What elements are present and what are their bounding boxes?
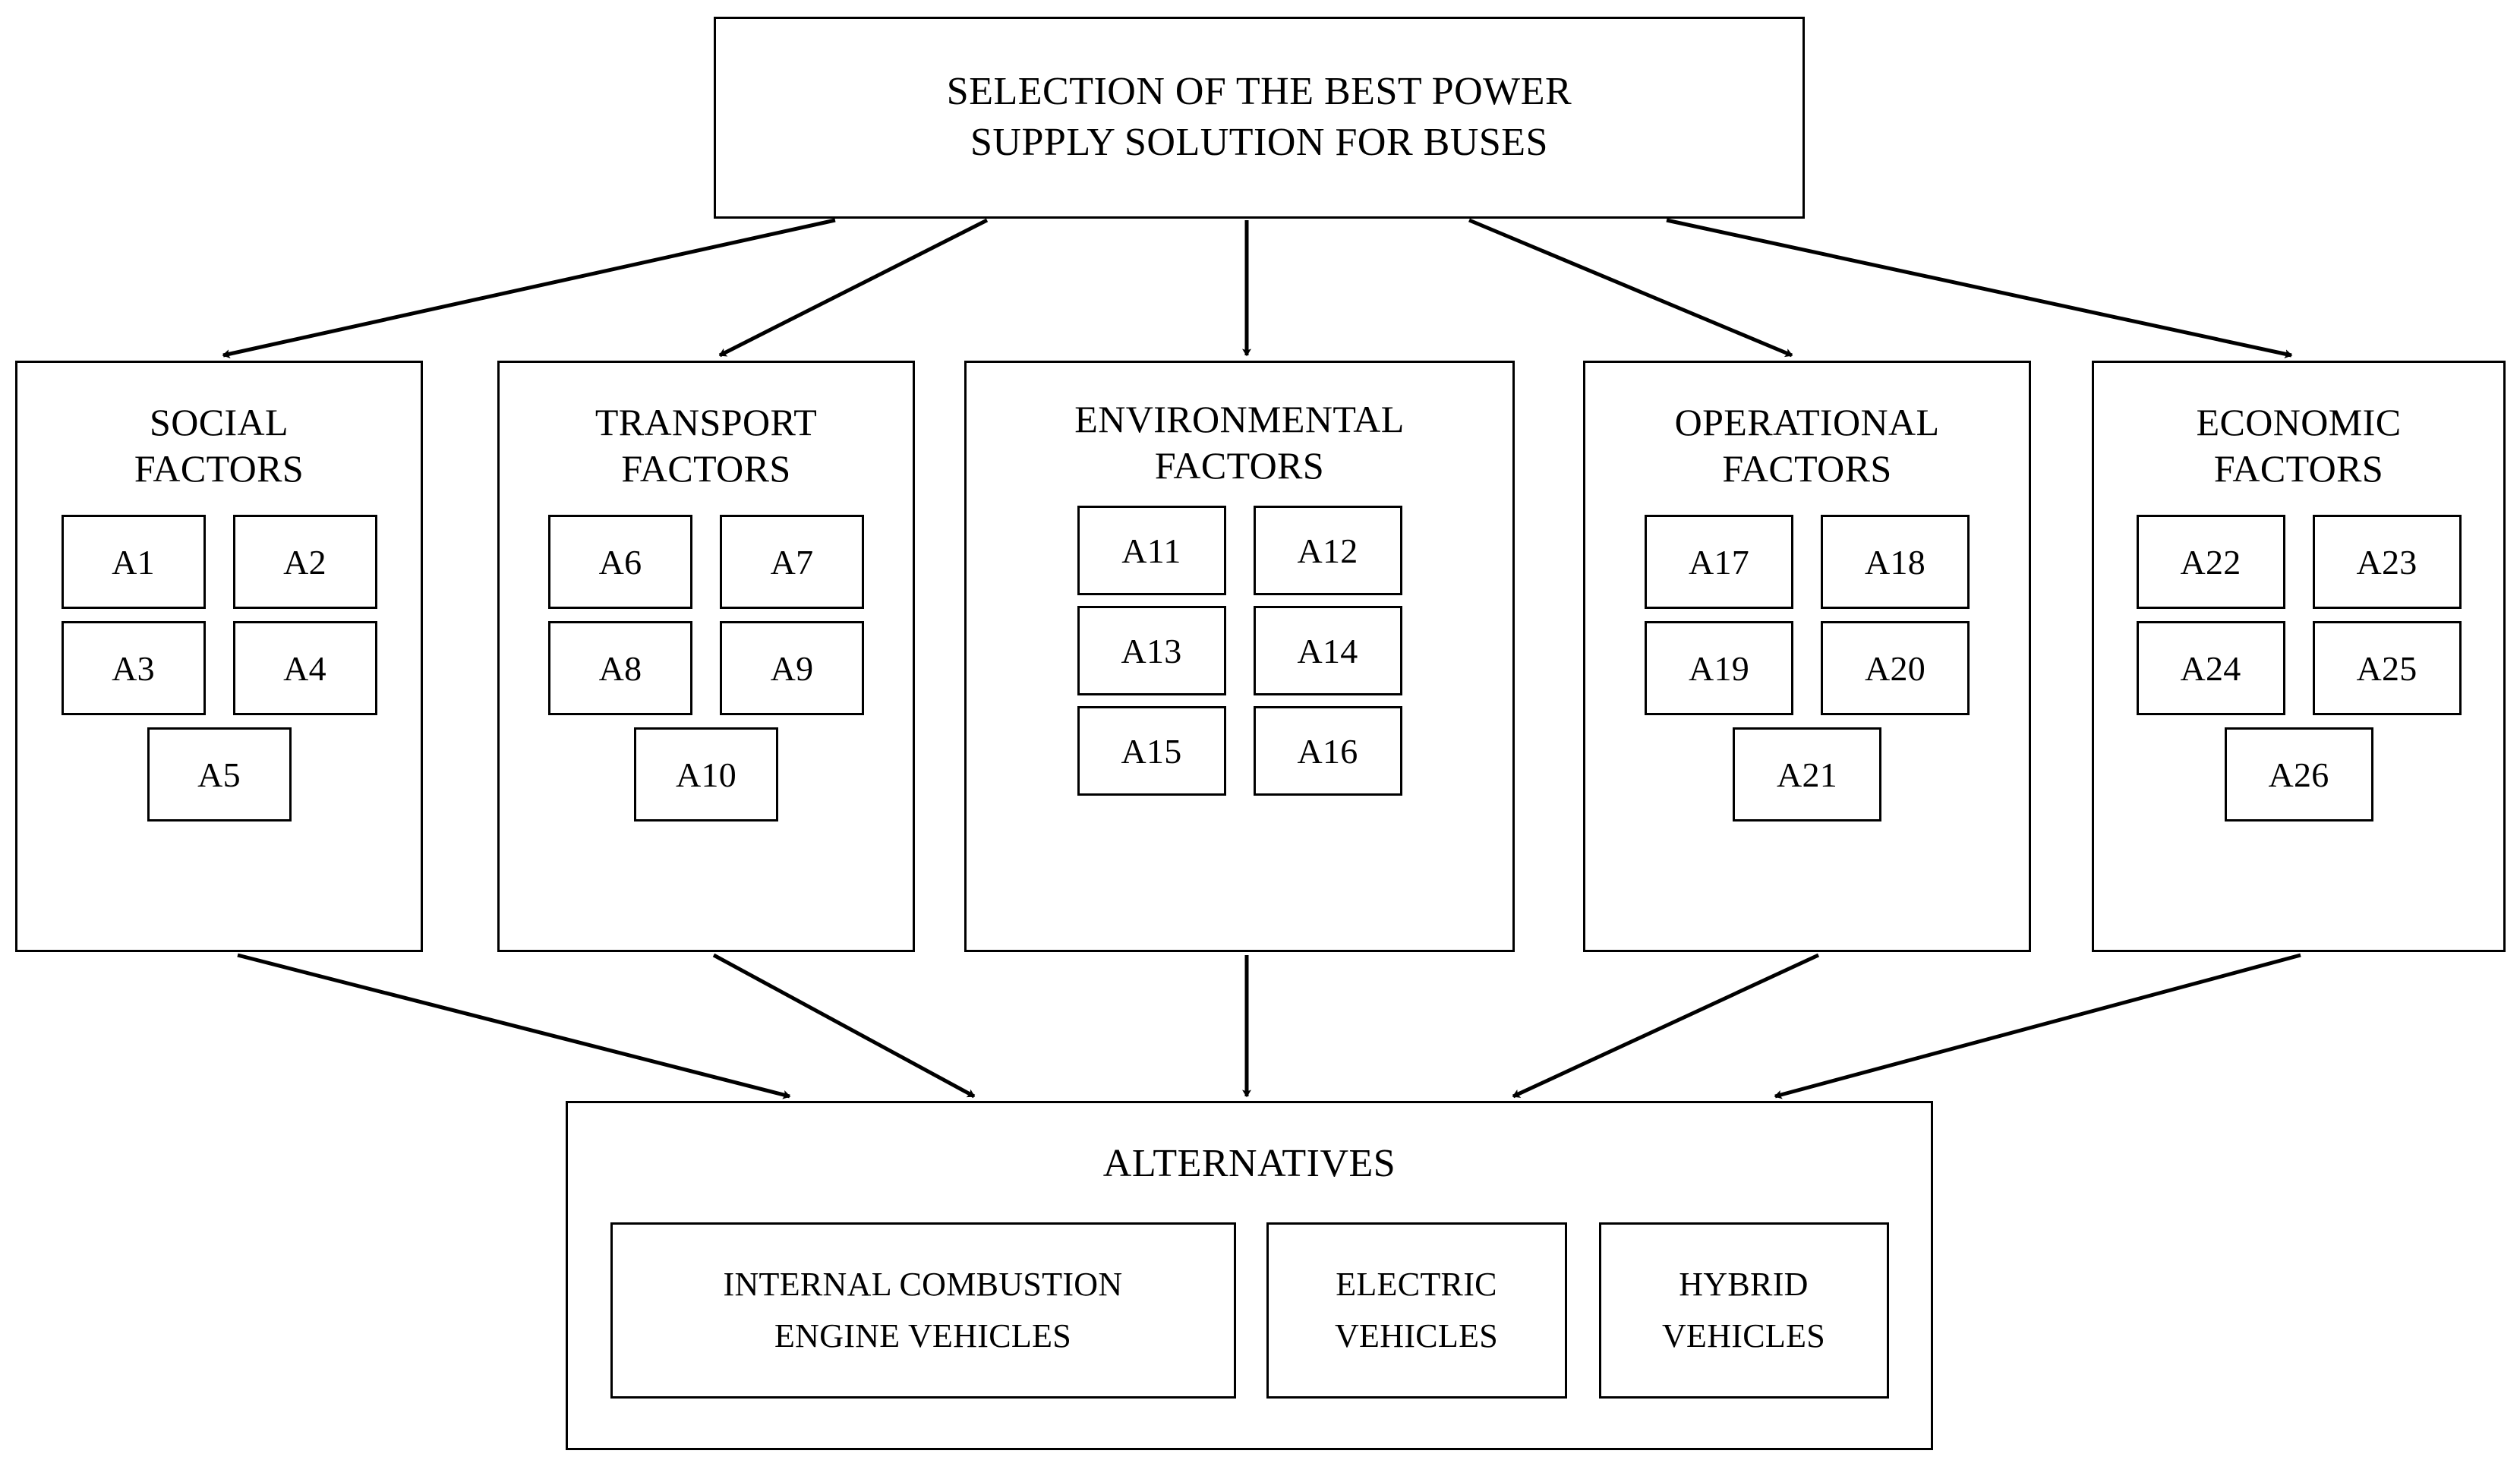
subcriteria-a6[interactable]: A6 <box>548 515 692 609</box>
subcriteria-row: A6 A7 <box>548 515 864 621</box>
subcriteria-a25[interactable]: A25 <box>2312 621 2462 715</box>
arrow-goal-to-transport <box>718 218 989 358</box>
subcriteria-a21[interactable]: A21 <box>1733 727 1881 821</box>
subcriteria-a15[interactable]: A15 <box>1077 706 1226 796</box>
subcriteria-a19[interactable]: A19 <box>1645 621 1793 715</box>
subcriteria-a23[interactable]: A23 <box>2312 515 2462 609</box>
alternative-hybrid-vehicles[interactable]: HYBRID VEHICLES <box>1598 1222 1889 1399</box>
subcriteria-row: A24 A25 <box>2136 621 2462 727</box>
goal-to-criteria-arrows <box>222 218 2293 359</box>
subcriteria-a4[interactable]: A4 <box>232 621 377 715</box>
subcriteria-a11[interactable]: A11 <box>1077 506 1226 595</box>
arrow-transport-to-alternatives <box>712 953 976 1099</box>
criteria-title-economic: ECONOMIC FACTORS <box>2196 401 2402 490</box>
criteria-title-transport: TRANSPORT FACTORS <box>595 401 818 490</box>
subcriteria-a7[interactable]: A7 <box>720 515 864 609</box>
arrow-goal-to-operational <box>1468 218 1793 358</box>
subcriteria-row: A1 A2 <box>61 515 377 621</box>
subcriteria-row: A26 <box>2224 727 2373 821</box>
subcriteria-row: A5 <box>147 727 292 821</box>
subcriteria-a16[interactable]: A16 <box>1253 706 1402 796</box>
subcriteria-a13[interactable]: A13 <box>1077 606 1226 695</box>
alternative-electric-vehicles[interactable]: ELECTRIC VEHICLES <box>1266 1222 1567 1399</box>
subcriteria-grid-transport: A6 A7 A8 A9 A10 <box>548 515 864 821</box>
alternatives-node[interactable]: ALTERNATIVES INTERNAL COMBUSTION ENGINE … <box>566 1101 1933 1450</box>
subcriteria-a3[interactable]: A3 <box>61 621 206 715</box>
subcriteria-row: A21 <box>1733 727 1881 821</box>
subcriteria-grid-environmental: A11 A12 A13 A14 A15 A16 <box>1077 506 1402 796</box>
subcriteria-grid-economic: A22 A23 A24 A25 A26 <box>2136 515 2462 821</box>
arrow-goal-to-social <box>222 218 836 359</box>
subcriteria-a24[interactable]: A24 <box>2136 621 2285 715</box>
criteria-to-alternatives-arrows <box>237 953 2301 1099</box>
subcriteria-a9[interactable]: A9 <box>720 621 864 715</box>
subcriteria-a18[interactable]: A18 <box>1821 515 1970 609</box>
subcriteria-row: A10 <box>634 727 778 821</box>
subcriteria-row: A13 A14 <box>1077 606 1402 706</box>
subcriteria-row: A17 A18 <box>1645 515 1970 621</box>
arrow-social-to-alternatives <box>237 953 791 1099</box>
arrow-goal-to-economic <box>1666 218 2293 359</box>
subcriteria-a12[interactable]: A12 <box>1253 506 1402 595</box>
subcriteria-row: A8 A9 <box>548 621 864 727</box>
criteria-title-social: SOCIAL FACTORS <box>134 401 304 490</box>
goal-label: SELECTION OF THE BEST POWER SUPPLY SOLUT… <box>946 70 1572 164</box>
subcriteria-a2[interactable]: A2 <box>232 515 377 609</box>
subcriteria-row: A22 A23 <box>2136 515 2462 621</box>
goal-node[interactable]: SELECTION OF THE BEST POWER SUPPLY SOLUT… <box>714 17 1805 219</box>
subcriteria-row: A19 A20 <box>1645 621 1970 727</box>
subcriteria-grid-social: A1 A2 A3 A4 A5 <box>61 515 377 821</box>
criteria-title-environmental: ENVIRONMENTAL FACTORS <box>1074 398 1405 487</box>
criteria-node-operational[interactable]: OPERATIONAL FACTORS A17 A18 A19 A20 A21 <box>1583 361 2031 952</box>
subcriteria-a22[interactable]: A22 <box>2136 515 2285 609</box>
criteria-node-social[interactable]: SOCIAL FACTORS A1 A2 A3 A4 A5 <box>15 361 423 952</box>
subcriteria-row: A11 A12 <box>1077 506 1402 606</box>
criteria-node-environmental[interactable]: ENVIRONMENTAL FACTORS A11 A12 A13 A14 A1… <box>964 361 1515 952</box>
subcriteria-a8[interactable]: A8 <box>548 621 692 715</box>
criteria-title-operational: OPERATIONAL FACTORS <box>1674 401 1940 490</box>
subcriteria-row: A15 A16 <box>1077 706 1402 796</box>
subcriteria-a10[interactable]: A10 <box>634 727 778 821</box>
subcriteria-a5[interactable]: A5 <box>147 727 292 821</box>
criteria-node-transport[interactable]: TRANSPORT FACTORS A6 A7 A8 A9 A10 <box>497 361 915 952</box>
criteria-node-economic[interactable]: ECONOMIC FACTORS A22 A23 A24 A25 A26 <box>2092 361 2506 952</box>
subcriteria-a1[interactable]: A1 <box>61 515 206 609</box>
subcriteria-grid-operational: A17 A18 A19 A20 A21 <box>1645 515 1970 821</box>
subcriteria-a17[interactable]: A17 <box>1645 515 1793 609</box>
arrow-economic-to-alternatives <box>1774 953 2301 1099</box>
alternatives-title: ALTERNATIVES <box>1102 1142 1396 1185</box>
alternative-internal-combustion-engine-vehicles[interactable]: INTERNAL COMBUSTION ENGINE VEHICLES <box>610 1222 1236 1399</box>
arrow-operational-to-alternatives <box>1512 953 1820 1099</box>
subcriteria-a20[interactable]: A20 <box>1821 621 1970 715</box>
alternatives-row: INTERNAL COMBUSTION ENGINE VEHICLES ELEC… <box>610 1222 1889 1399</box>
subcriteria-row: A3 A4 <box>61 621 377 727</box>
subcriteria-a14[interactable]: A14 <box>1253 606 1402 695</box>
subcriteria-a26[interactable]: A26 <box>2224 727 2373 821</box>
